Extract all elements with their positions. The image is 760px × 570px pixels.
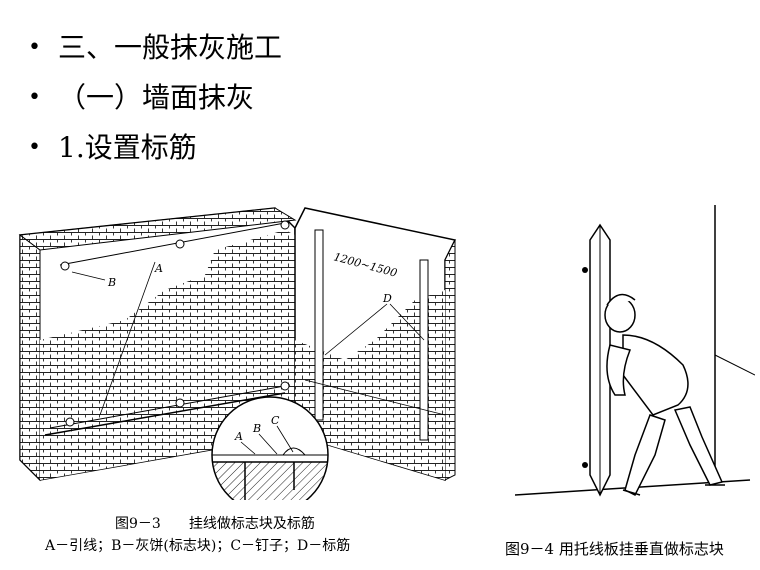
bullet-item-1: • 三、一般抹灰施工 <box>28 28 282 68</box>
bullet-marker: • <box>28 35 41 60</box>
figure-worker-plumb-board-illustration <box>515 205 755 497</box>
bullet-item-2: • （一）墙面抹灰 <box>28 78 254 118</box>
heading-general-plastering: 三、一般抹灰施工 <box>58 31 283 64</box>
right-wall <box>294 207 457 482</box>
plumb-board <box>582 223 611 497</box>
label-c-detail: C <box>271 414 280 427</box>
figure4-caption: 图9－4 用托线板挂垂直做标志块 <box>505 540 724 558</box>
label-a: A <box>154 262 163 275</box>
bullet-item-3: • 1.设置标筋 <box>28 128 197 168</box>
detail-magnifier-circle: A B C <box>211 396 329 500</box>
heading-set-screeds: 1.设置标筋 <box>58 131 197 164</box>
label-a-detail: A <box>234 430 243 443</box>
bullet-marker: • <box>28 135 41 160</box>
label-b: B <box>107 276 116 289</box>
heading-wall-plastering: （一）墙面抹灰 <box>58 81 255 114</box>
worker-figure <box>604 293 725 497</box>
label-b-detail: B <box>252 422 261 435</box>
figure3-caption-legend: A－引线；B－灰饼(标志块)；C－钉子；D－标筋 <box>45 538 351 554</box>
figure3-caption-title: 图9－3 挂线做标志块及标筋 <box>115 516 315 532</box>
label-d: D <box>382 292 392 305</box>
bullet-marker: • <box>28 85 41 110</box>
figure-brick-wall-illustration: A B 1200~1500 D A B C <box>18 207 457 500</box>
